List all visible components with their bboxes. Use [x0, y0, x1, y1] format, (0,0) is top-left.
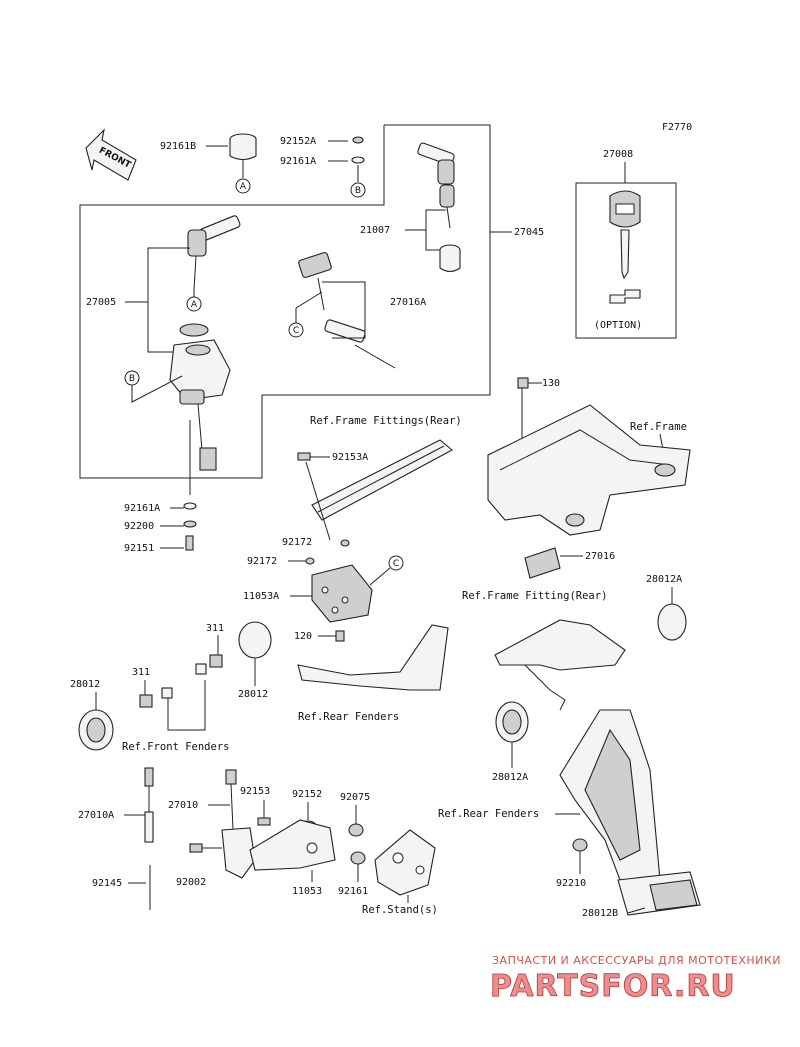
label-92152: 92152 [292, 789, 322, 800]
label-11053A: 11053A [243, 591, 279, 602]
part-311-nut-a [195, 654, 223, 675]
part-21007-cylinder [439, 244, 461, 273]
svg-text:A: A [191, 300, 198, 310]
label-92161: 92161 [338, 886, 368, 897]
label-92200: 92200 [124, 521, 154, 532]
part-92210-nut [572, 838, 588, 852]
part-92002-bolt [189, 843, 203, 853]
callout-c-2: C [388, 555, 404, 571]
label-ref-frame-fittings-rear: Ref.Frame Fittings(Rear) [310, 415, 462, 427]
label-28012A-top: 28012A [646, 574, 682, 585]
part-27016A-lock [298, 252, 396, 369]
label-27010: 27010 [168, 800, 198, 811]
callout-b-2: B [124, 370, 140, 386]
label-92145: 92145 [92, 878, 122, 889]
label-92152A: 92152A [280, 136, 316, 147]
part-frame-rail-rear [305, 439, 453, 541]
part-rear-fender-upper [297, 624, 449, 691]
assembly-27005-outline [79, 124, 491, 479]
part-27008-blank-key [609, 190, 641, 280]
label-120: 120 [294, 631, 312, 642]
part-27016-bracket [524, 547, 561, 579]
part-27010A-cable [144, 767, 154, 843]
svg-text:C: C [393, 559, 399, 569]
label-ref-stands: Ref.Stand(s) [362, 904, 438, 916]
watermark-tagline: ЗАПЧАСТИ И АКСЕССУАРЫ ДЛЯ МОТОТЕХНИКИ [492, 954, 781, 967]
svg-text:A: A [240, 182, 247, 192]
svg-text:B: B [355, 186, 361, 196]
part-11053A-bracket [311, 564, 373, 623]
part-27005-switch-body [169, 323, 231, 471]
label-92153: 92153 [240, 786, 270, 797]
label-27005: 27005 [86, 297, 116, 308]
part-92161A-washer [183, 502, 197, 551]
svg-text:C: C [293, 326, 299, 336]
label-311-b: 311 [132, 667, 150, 678]
part-92161B-cap [229, 133, 257, 161]
part-28012B-reflector [617, 871, 701, 916]
label-ref-rear-fenders-top: Ref.Rear Fenders [298, 711, 399, 723]
label-ref-frame: Ref.Frame [630, 421, 687, 433]
part-311-nut-b [139, 687, 173, 708]
part-28012A-reflector-top [657, 603, 687, 641]
part-frame-main [487, 404, 691, 536]
part-92161-washer [350, 851, 366, 865]
label-92075: 92075 [340, 792, 370, 803]
label-28012-mid: 28012 [238, 689, 268, 700]
part-stand-bracket [374, 829, 436, 896]
label-92153A: 92153A [332, 452, 368, 463]
label-27016A: 27016A [390, 297, 426, 308]
option-key-box [575, 182, 677, 339]
callout-c-1: C [288, 322, 304, 338]
label-28012A-bot: 28012A [492, 772, 528, 783]
front-arrow-icon: FRONT [85, 128, 137, 181]
label-311-a: 311 [206, 623, 224, 634]
part-92153-bolt [257, 817, 271, 826]
label-27008: 27008 [603, 149, 633, 160]
label-92002: 92002 [176, 877, 206, 888]
watermark-brand: PARTSFOR.RU [490, 969, 736, 1004]
label-27016: 27016 [585, 551, 615, 562]
part-21007-keys [417, 142, 455, 229]
callout-a-2: A [186, 296, 202, 312]
part-27005-keys [187, 215, 241, 291]
part-92152A-screw [351, 136, 365, 164]
label-21007: 21007 [360, 225, 390, 236]
svg-text:B: B [129, 374, 135, 384]
callout-a-1: A [235, 178, 251, 194]
callout-b-1: B [350, 182, 366, 198]
label-92161A-bot: 92161A [124, 503, 160, 514]
label-ref-frame-fitting-rear: Ref.Frame Fitting(Rear) [462, 590, 607, 602]
label-92172-b: 92172 [247, 556, 277, 567]
label-28012-left: 28012 [70, 679, 100, 690]
part-120-bolt [335, 630, 345, 642]
label-27010A: 27010A [78, 810, 114, 821]
label-27045: 27045 [514, 227, 544, 238]
part-27010-stand-switch [221, 769, 256, 879]
label-130: 130 [542, 378, 560, 389]
label-option: (OPTION) [594, 320, 642, 331]
part-11053-plate [249, 819, 336, 871]
label-92161B: 92161B [160, 141, 196, 152]
part-92075-bush [348, 823, 364, 837]
label-92172-a: 92172 [282, 537, 312, 548]
part-frame-fitting-rear [494, 619, 626, 711]
label-92210: 92210 [556, 878, 586, 889]
key-code-plate [609, 289, 641, 304]
part-28012-reflector-mid [238, 621, 272, 659]
label-ref-rear-fenders-bot: Ref.Rear Fenders [438, 808, 539, 820]
figure-code: F2770 [662, 122, 692, 133]
label-ref-front-fenders: Ref.Front Fenders [122, 741, 229, 753]
label-28012B: 28012B [582, 908, 618, 919]
part-130-bolt [517, 377, 529, 389]
label-11053: 11053 [292, 886, 322, 897]
part-92153A-bolt [297, 452, 311, 461]
label-92161A-top: 92161A [280, 156, 316, 167]
label-92151: 92151 [124, 543, 154, 554]
part-rear-fender-lower [559, 709, 661, 881]
